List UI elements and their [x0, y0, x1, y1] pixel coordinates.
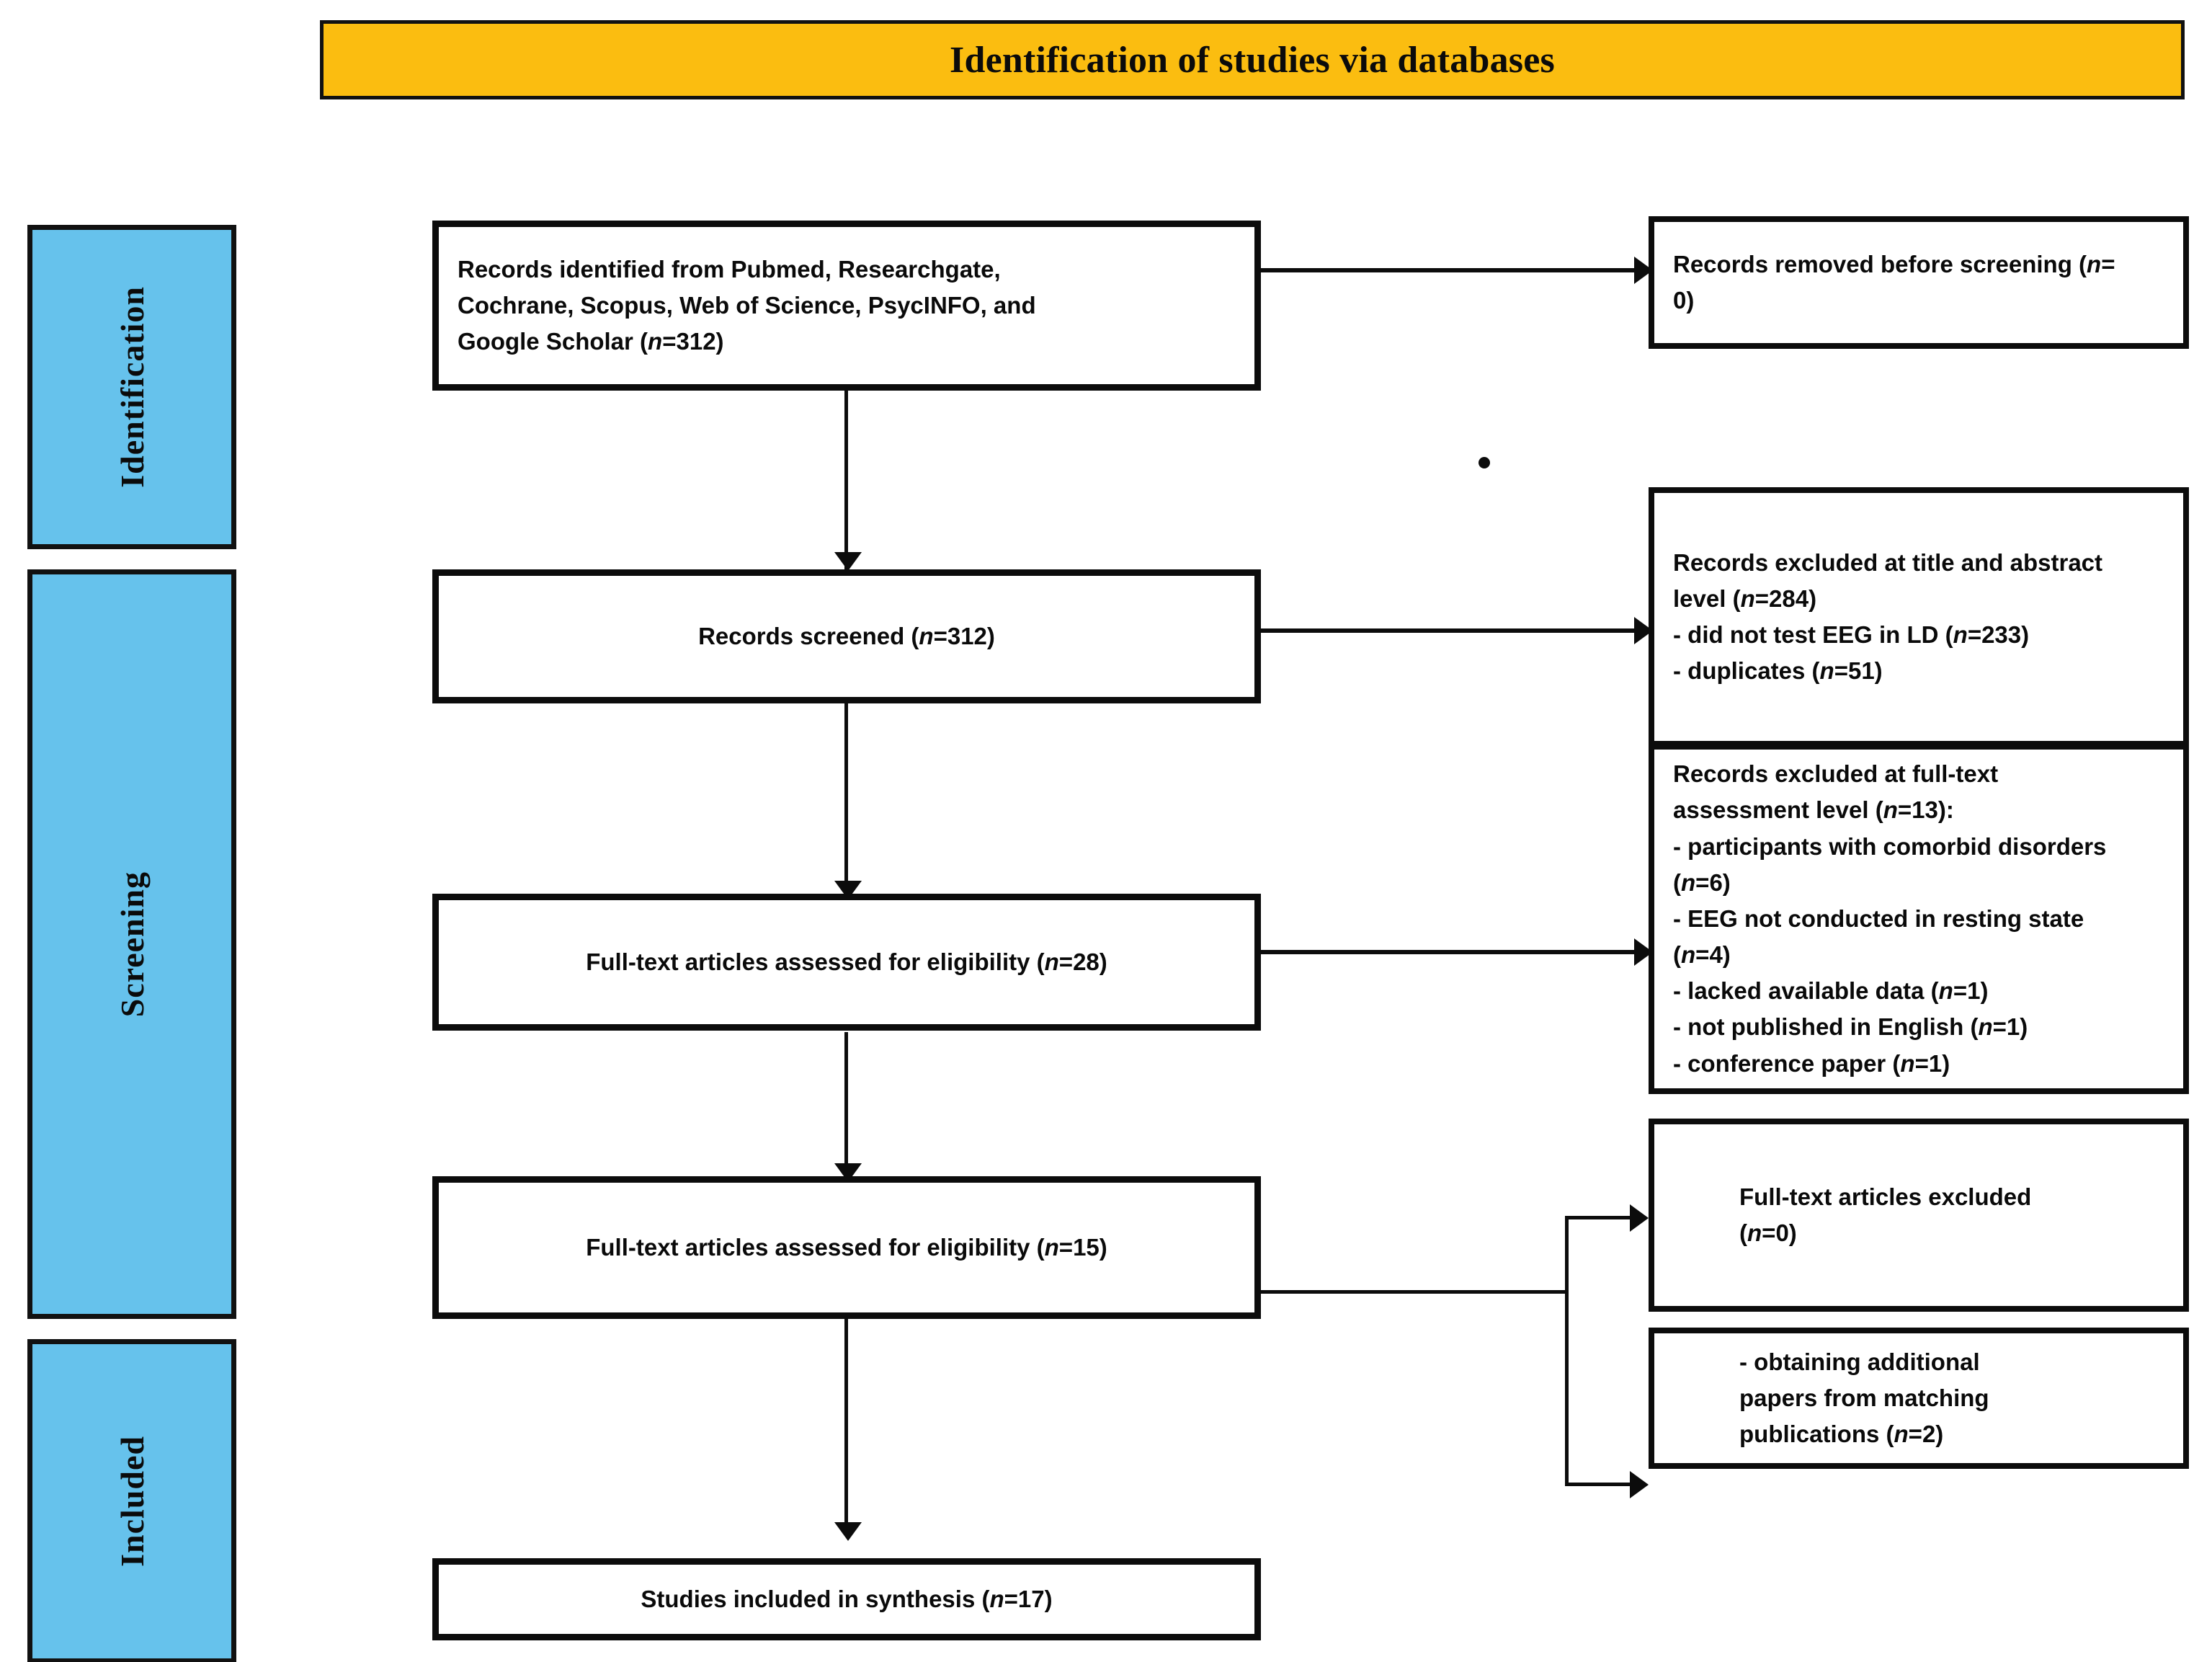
box-records-identified: Records identified from Pubmed, Research…: [432, 221, 1261, 391]
stage-label-included: Included: [113, 1436, 151, 1567]
arrowhead-fulltext15-to-included: [834, 1522, 862, 1541]
excluded-ft-line7: - lacked available data (n=1): [1673, 977, 1989, 1005]
box-excluded-title-abstract: Records excluded at title and abstract l…: [1649, 487, 2189, 747]
excluded-ta-line4: - duplicates (n=51): [1673, 657, 1883, 685]
arrowhead-branch-to-fulltext-excluded: [1630, 1204, 1649, 1232]
additional-papers-line2: papers from matching: [1739, 1384, 1989, 1411]
arrowhead-identified-to-screened: [834, 552, 862, 571]
connector-screened-to-excluded-ta: [1257, 628, 1639, 633]
excluded-ft-line3: - participants with comorbid disorders: [1673, 832, 2107, 860]
box-fulltext-assessed-15: Full-text articles assessed for eligibil…: [432, 1176, 1261, 1319]
fulltext15-line1: Full-text articles assessed for eligibil…: [586, 1233, 1107, 1261]
stray-dot-artifact: [1479, 457, 1490, 468]
fulltext-excluded-line2: (n=0): [1739, 1219, 1797, 1246]
records-identified-line2: Cochrane, Scopus, Web of Science, PsycIN…: [458, 291, 1036, 319]
connector-identified-to-removed: [1257, 268, 1639, 272]
box-records-screened-text: Records screened (n=312): [439, 618, 1254, 654]
box-fulltext-excluded-0-text: Full-text articles excluded (n=0): [1654, 1179, 2183, 1251]
excluded-ft-line6: (n=4): [1673, 941, 1731, 969]
connector-branch-to-fulltext-excluded: [1565, 1216, 1641, 1219]
box-fulltext-excluded-0: Full-text articles excluded (n=0): [1649, 1119, 2189, 1312]
box-excluded-fulltext: Records excluded at full-text assessment…: [1649, 744, 2189, 1094]
records-identified-line1: Records identified from Pubmed, Research…: [458, 255, 1001, 283]
box-records-removed-text: Records removed before screening (n= 0): [1654, 246, 2183, 319]
box-fulltext-assessed-28-text: Full-text articles assessed for eligibil…: [439, 944, 1254, 980]
connector-fulltext28-to-excluded-ft: [1257, 950, 1639, 954]
stage-label-screening: Screening: [113, 871, 151, 1018]
stage-box-screening: Screening: [27, 569, 236, 1319]
box-records-removed: Records removed before screening (n= 0): [1649, 216, 2189, 349]
excluded-ft-line4: (n=6): [1673, 868, 1731, 896]
connector-fulltext28-to-fulltext15: [844, 1032, 848, 1176]
studies-included-line1: Studies included in synthesis (n=17): [641, 1585, 1053, 1612]
box-fulltext-assessed-15-text: Full-text articles assessed for eligibil…: [439, 1230, 1254, 1266]
excluded-ta-line2: level (n=284): [1673, 585, 1817, 612]
box-studies-included-text: Studies included in synthesis (n=17): [439, 1581, 1254, 1617]
box-additional-papers: - obtaining additional papers from match…: [1649, 1328, 2189, 1469]
arrowhead-branch-to-additional-papers: [1630, 1471, 1649, 1498]
box-records-identified-text: Records identified from Pubmed, Research…: [439, 252, 1254, 360]
connector-fulltext15-to-included: [844, 1319, 848, 1535]
records-screened-line1: Records screened (n=312): [698, 622, 995, 649]
box-excluded-fulltext-text: Records excluded at full-text assessment…: [1654, 756, 2183, 1081]
box-additional-papers-text: - obtaining additional papers from match…: [1654, 1344, 2183, 1452]
fulltext-excluded-line1: Full-text articles excluded: [1739, 1183, 2032, 1210]
excluded-ft-line5: - EEG not conducted in resting state: [1673, 905, 2084, 932]
excluded-ta-line1: Records excluded at title and abstract: [1673, 548, 2103, 576]
connector-branch-to-additional-papers: [1565, 1483, 1641, 1486]
connector-fulltext15-branch-riser: [1565, 1216, 1569, 1486]
connector-screened-to-fulltext28: [844, 699, 848, 894]
records-removed-line2: 0): [1673, 287, 1695, 314]
box-studies-included: Studies included in synthesis (n=17): [432, 1558, 1261, 1640]
box-records-screened: Records screened (n=312): [432, 569, 1261, 703]
additional-papers-line3: publications (n=2): [1739, 1421, 1944, 1448]
box-excluded-title-abstract-text: Records excluded at title and abstract l…: [1654, 545, 2183, 690]
excluded-ft-line2: assessment level (n=13):: [1673, 796, 1954, 824]
records-removed-line1: Records removed before screening (n=: [1673, 250, 2115, 277]
records-identified-line3: Google Scholar (n=312): [458, 328, 724, 355]
excluded-ft-line1: Records excluded at full-text: [1673, 760, 1999, 788]
stage-label-identification: Identification: [113, 286, 151, 488]
stage-box-included: Included: [27, 1339, 236, 1662]
stage-box-identification: Identification: [27, 225, 236, 549]
additional-papers-line1: - obtaining additional: [1739, 1348, 1980, 1375]
diagram-title-banner: Identification of studies via databases: [320, 20, 2185, 99]
connector-identified-to-screened: [844, 389, 848, 569]
excluded-ft-line8: - not published in English (n=1): [1673, 1013, 2028, 1041]
box-fulltext-assessed-28: Full-text articles assessed for eligibil…: [432, 894, 1261, 1031]
excluded-ft-line9: - conference paper (n=1): [1673, 1049, 1950, 1077]
page-title: Identification of studies via databases: [950, 39, 1555, 81]
excluded-ta-line3: - did not test EEG in LD (n=233): [1673, 621, 2030, 648]
fulltext28-line1: Full-text articles assessed for eligibil…: [586, 948, 1107, 975]
connector-fulltext15-branch-stem: [1257, 1290, 1567, 1294]
